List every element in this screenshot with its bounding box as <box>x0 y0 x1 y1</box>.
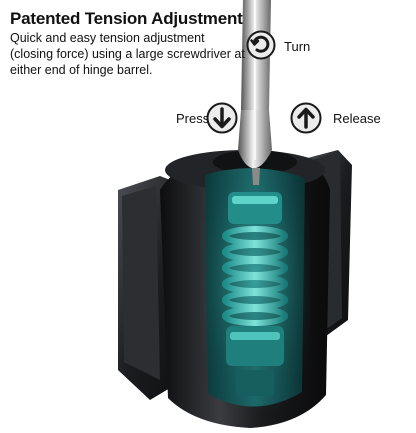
page-title: Patented Tension Adjustment <box>10 9 243 28</box>
press-label: Press <box>176 111 210 126</box>
rotate-icon <box>246 30 276 60</box>
arrow-up-circle-icon <box>290 102 322 134</box>
arrow-down-circle-icon <box>206 102 238 134</box>
release-label: Release <box>333 111 381 126</box>
description-text: Quick and easy tension adjustment (closi… <box>10 31 245 77</box>
turn-label: Turn <box>284 39 311 54</box>
